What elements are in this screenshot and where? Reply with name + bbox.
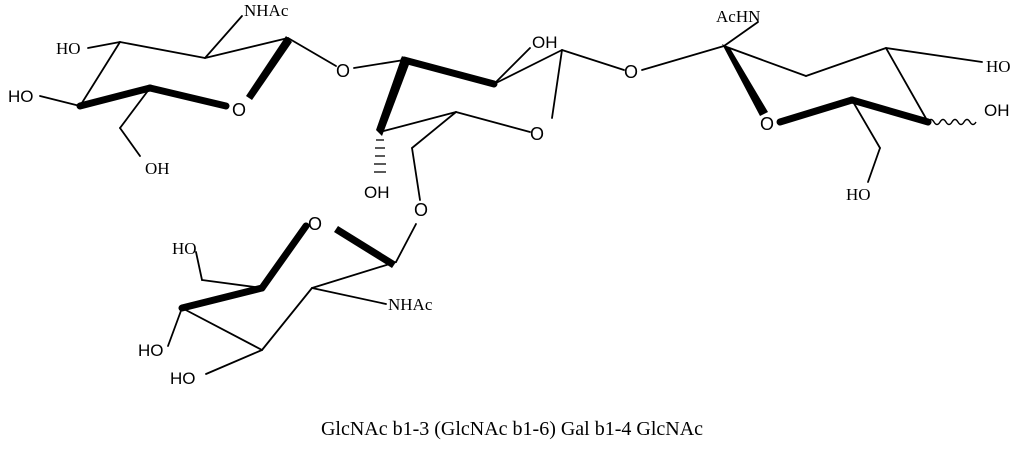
glycosidic-oxygen-1-4: O bbox=[624, 62, 638, 82]
nhac-label-a: NHAc bbox=[244, 1, 289, 20]
ring-oxygen-d: O bbox=[308, 214, 322, 234]
ring-oxygen-a: O bbox=[232, 100, 246, 120]
residue-glcnac-top-left bbox=[39, 15, 337, 157]
hydroxyl-label-d-mid: HO bbox=[138, 341, 164, 360]
hydroxyl-label-c-bottom: HO bbox=[846, 185, 871, 204]
achn-label-c: AcHN bbox=[716, 7, 760, 26]
hydroxyl-label-d-bottom: HO bbox=[170, 369, 196, 388]
hydroxyl-label-d-top: HO bbox=[172, 239, 197, 258]
glycosidic-oxygen-1-6: O bbox=[414, 200, 428, 220]
ring-oxygen-b: O bbox=[530, 124, 544, 144]
hydroxyl-label-b-bottom: OH bbox=[364, 183, 390, 202]
hydroxyl-label-c-right: HO bbox=[986, 57, 1011, 76]
hydroxyl-label-a-bottom: OH bbox=[145, 159, 170, 178]
hydroxyl-label-b-top: OH bbox=[532, 33, 558, 52]
glycosidic-oxygen-1-3: O bbox=[336, 61, 350, 81]
hydroxyl-label-a-top: HO bbox=[56, 39, 81, 58]
residue-glcnac-bottom bbox=[167, 222, 397, 375]
glycan-caption: GlcNAc b1-3 (GlcNAc b1-6) Gal b1-4 GlcNA… bbox=[320, 418, 704, 440]
hydroxyl-label-c-anomeric: OH bbox=[984, 101, 1010, 120]
hydroxyl-label-a-left: HO bbox=[8, 87, 34, 106]
nhac-label-d: NHAc bbox=[388, 295, 433, 314]
residue-glcnac-right bbox=[722, 21, 983, 183]
residue-gal-center bbox=[374, 47, 625, 201]
ring-oxygen-c: O bbox=[760, 114, 774, 134]
